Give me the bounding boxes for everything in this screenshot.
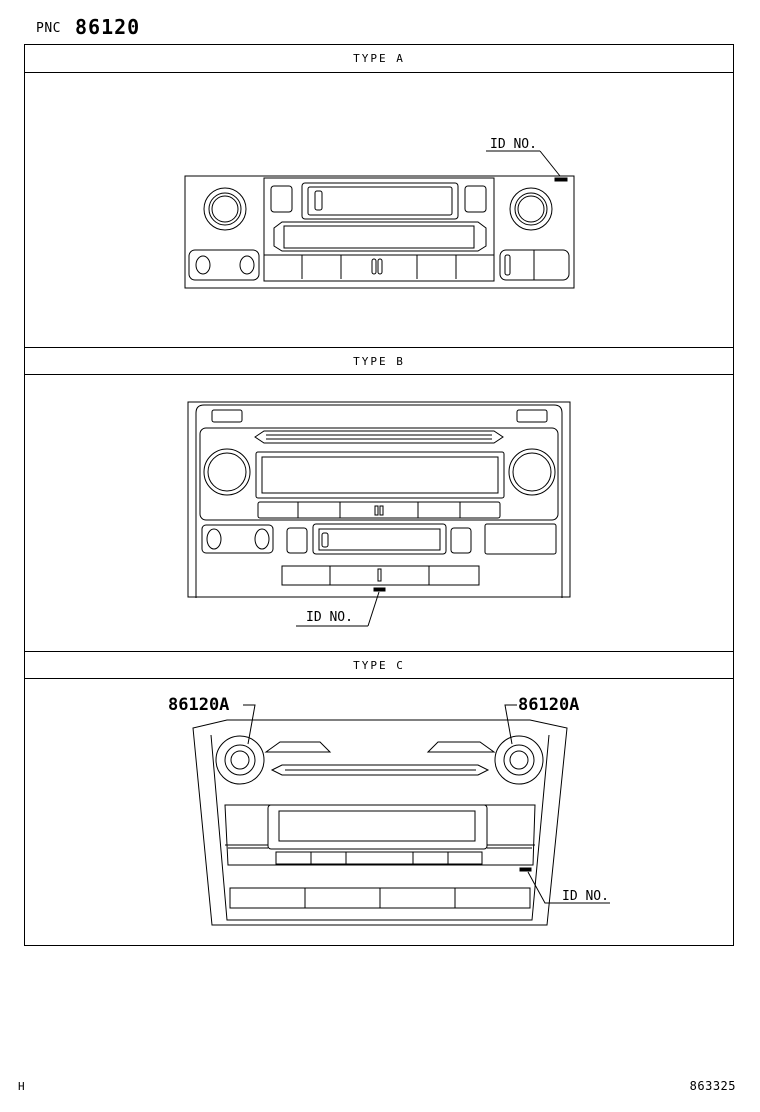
type-c-id-label: ID NO. [562, 889, 609, 904]
footer-left-code: H [18, 1080, 25, 1093]
diagram-frame: TYPE A TYPE B TYPE C [24, 44, 734, 946]
type-b-radio-unit [187, 401, 571, 627]
type-c-radio-unit [192, 704, 610, 926]
section-title-type-c: TYPE C [25, 651, 733, 679]
footer-illustration-number: 863325 [689, 1079, 736, 1093]
pnc-number: 86120 [75, 15, 141, 39]
part-callout-right: 86120A [518, 695, 579, 715]
type-a-radio-unit [184, 150, 575, 289]
part-callout-left: 86120A [168, 695, 229, 715]
section-title-type-b: TYPE B [25, 347, 733, 375]
pnc-label: PNC [36, 21, 61, 36]
type-a-id-label: ID NO. [490, 137, 537, 152]
type-b-id-label: ID NO. [306, 610, 353, 625]
section-title-type-a: TYPE A [25, 45, 733, 73]
